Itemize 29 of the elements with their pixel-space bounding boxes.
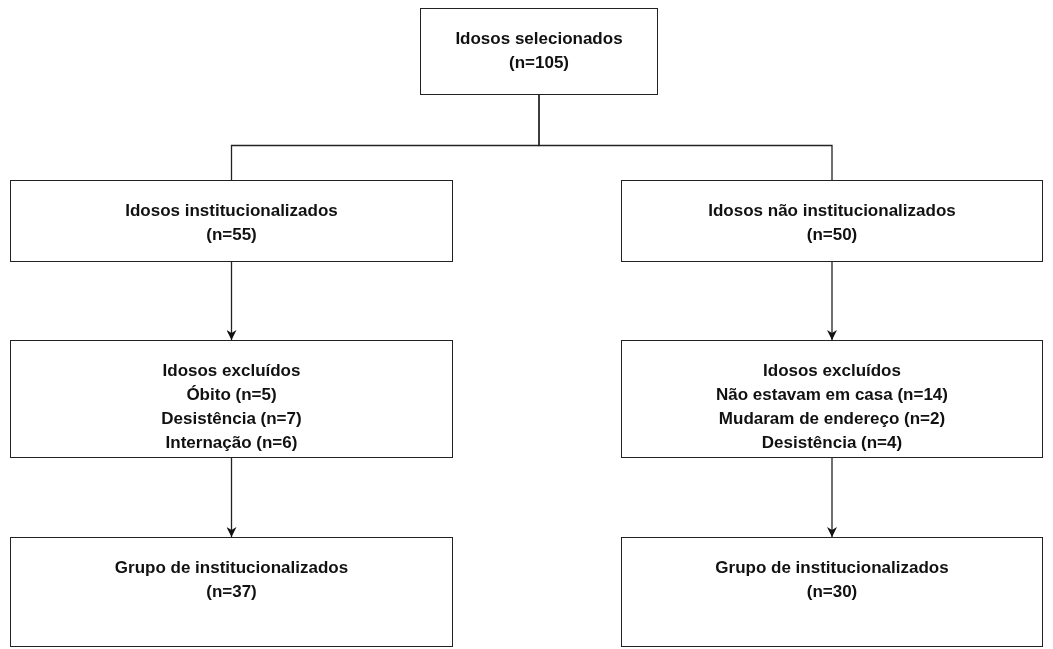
flow-box [621,340,1043,458]
box-text: Idosos excluídos [762,360,902,382]
box-text: Desistência (n=4) [760,432,904,454]
connector-arrow [827,457,837,538]
flow-box [621,537,1043,647]
flow-box [420,8,658,95]
connector-arrow [827,261,837,341]
flow-box [10,340,453,458]
box-text: Grupo de institucionalizados [113,557,350,579]
box-text: (n=55) [205,224,258,246]
box-text: Idosos não institucionalizados [707,200,957,222]
connector-arrow [226,457,237,538]
flow-box [10,180,453,262]
box-text: Grupo de institucionalizados [714,557,950,579]
box-text: Idosos institucionalizados [124,200,339,222]
box-text: (n=30) [805,581,859,603]
box-text: Idosos selecionados [454,28,624,50]
box-text: Internação (n=6) [164,432,299,454]
box-text: Idosos excluídos [161,360,302,382]
box-text: Mudaram de endereço (n=2) [717,408,947,430]
box-text: Desistência (n=7) [160,408,303,430]
box-text: (n=50) [805,224,859,246]
box-text: Óbito (n=5) [185,384,278,406]
flow-box [621,180,1043,262]
box-text: Não estavam em casa (n=14) [715,384,949,406]
flow-box [10,537,453,647]
box-text: (n=105) [508,52,570,74]
box-text: (n=37) [205,581,258,603]
connector-arrow [226,261,237,341]
